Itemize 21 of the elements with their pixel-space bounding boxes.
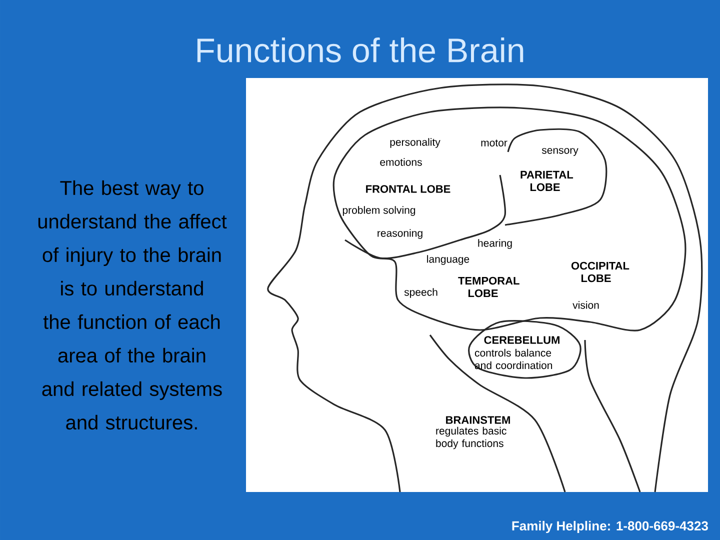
region-label: PARIETAL LOBE: [520, 170, 574, 192]
brain-label: hearing: [478, 239, 512, 249]
brain-label: sensory: [542, 148, 578, 156]
helpline-text: Family Helpline: 1-800-669-4323: [512, 520, 708, 534]
brain-label: emotions: [380, 158, 422, 166]
region-label: CEREBELLUM: [484, 336, 560, 344]
region-label: OCCIPITAL LOBE: [571, 262, 630, 282]
brain-label: speech: [404, 288, 438, 298]
brain-label: motor: [481, 140, 508, 146]
brain-label: reasoning: [378, 229, 422, 239]
brain-label: controls balance and coordination: [474, 348, 552, 370]
region-label: TEMPORAL LOBE: [458, 276, 520, 298]
brain-label: regulates basic body functions: [436, 426, 506, 450]
brain-label: language: [427, 255, 470, 265]
brain-label: problem solving: [342, 206, 416, 216]
body-text: The best way to understand the affect of injury to the brain is to understand the function of each area of the brain and related systems and structures.: [38, 180, 227, 430]
slide-title: Functions of the Brain: [197, 38, 524, 62]
brain-label: vision: [572, 301, 599, 309]
region-label: FRONTAL LOBE: [366, 185, 450, 193]
region-label: BRAINSTEM: [446, 416, 510, 424]
brain-label: personality: [390, 138, 440, 148]
